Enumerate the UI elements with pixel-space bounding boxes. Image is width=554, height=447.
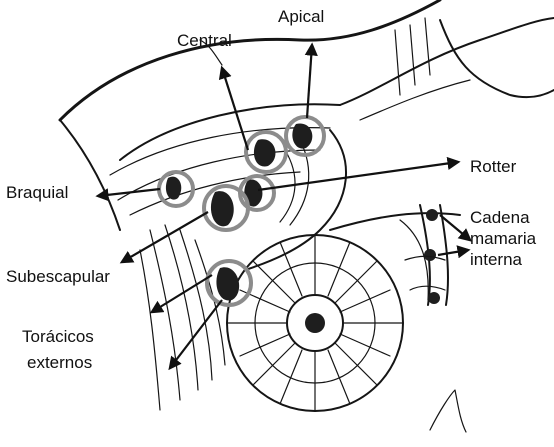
central-arrow [222,68,248,150]
toracicos-arrow-lower [170,300,222,368]
bottom-sketch [430,390,466,432]
label-subescapular: Subescapular [6,267,110,286]
label-toracicos-line1: Torácicos [22,327,94,346]
label-central: Central [177,31,232,50]
label-cadena-line1: Cadena [470,208,530,227]
label-apical: Apical [278,7,324,26]
cadena-arrow-2 [438,250,468,255]
serratus-strands [150,230,180,400]
nipple [305,313,325,333]
label-arrows [98,45,470,368]
internal-mammary-node-2 [424,249,436,261]
label-braquial: Braquial [6,183,68,202]
apical-arrow [307,45,312,118]
label-cadena-line2: mamaria [470,229,537,248]
shoulder-outline [60,0,440,120]
label-rotter: Rotter [470,157,517,176]
subescapular-arrow [122,212,208,262]
braquial-arrow [98,189,160,196]
label-toracicos-line2: externos [27,353,92,372]
internal-mammary-node-1 [426,209,438,221]
label-cadena-line3: interna [470,250,523,269]
internal-mammary-node-3 [428,292,440,304]
rotter-arrow [258,162,458,190]
toracicos-arrow-upper [152,275,212,312]
